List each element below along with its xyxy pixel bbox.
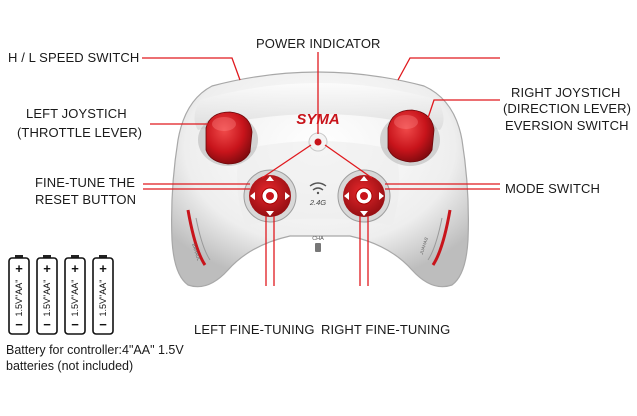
label-right-joystick-3: EVERSION SWITCH [505, 118, 629, 133]
label-left-joystick-2: (THROTTLE LEVER) [17, 125, 143, 140]
battery-minus: − [43, 317, 51, 332]
right-joystick[interactable] [380, 109, 440, 166]
frequency-label: 2.4G [309, 198, 326, 207]
battery-plus: + [71, 261, 79, 276]
channel-switch[interactable] [315, 243, 321, 252]
battery-caption-1: Battery for controller:4"AA" 1.5V [6, 343, 184, 357]
leader-trim-to-power-r [324, 144, 373, 179]
right-grip-text: BAHAUL [418, 237, 428, 256]
battery-group: +1.5V"AA"−+1.5V"AA"−+1.5V"AA"−+1.5V"AA"− [8, 255, 114, 335]
label-fine-tune-2: RESET BUTTON [35, 192, 137, 207]
battery-cell: +1.5V"AA"− [8, 255, 30, 335]
battery-plus: + [99, 261, 107, 276]
leader-right-speed [397, 57, 500, 81]
battery-cell-label: 1.5V"AA" [98, 280, 108, 317]
leader-lines [142, 52, 500, 286]
battery-cell: +1.5V"AA"− [36, 255, 58, 335]
left-grip-text: BAHAUL [191, 243, 201, 262]
power-indicator-light [308, 132, 328, 152]
label-left-fine-tuning: LEFT FINE-TUNING [194, 322, 315, 337]
leader-speed-switch [142, 57, 241, 81]
battery-cell-label: 1.5V"AA" [42, 280, 52, 317]
channel-label: CHA [312, 236, 324, 242]
label-left-joystick-1: LEFT JOYSTICH [26, 106, 127, 121]
label-speed-switch: H / L SPEED SWITCH [8, 50, 140, 65]
label-right-joystick-2: (DIRECTION LEVER) [503, 101, 632, 116]
leader-trim-to-power [261, 144, 312, 179]
leader-right-joystick [427, 99, 500, 119]
wireless-icon [309, 182, 327, 195]
label-right-fine-tuning: RIGHT FINE-TUNING [321, 322, 451, 337]
battery-cell: +1.5V"AA"− [64, 255, 86, 335]
label-right-joystick-1: RIGHT JOYSTICH [511, 85, 621, 100]
left-joystick[interactable] [198, 111, 258, 166]
battery-minus: − [99, 317, 107, 332]
battery-cell: +1.5V"AA"− [92, 255, 114, 335]
controller-body [171, 71, 469, 288]
battery-cell-label: 1.5V"AA" [70, 280, 80, 317]
battery-caption-2: batteries (not included) [6, 359, 134, 373]
battery-cell-label: 1.5V"AA" [14, 280, 24, 317]
label-fine-tune-1: FINE-TUNE THE [35, 175, 136, 190]
battery-plus: + [43, 261, 51, 276]
left-trim-pad[interactable] [243, 169, 297, 223]
battery-plus: + [15, 261, 23, 276]
right-trim-pad[interactable] [337, 169, 391, 223]
battery-minus: − [71, 317, 79, 332]
label-power-indicator: POWER INDICATOR [256, 36, 381, 51]
battery-minus: − [15, 317, 23, 332]
label-mode-switch: MODE SWITCH [505, 181, 600, 196]
